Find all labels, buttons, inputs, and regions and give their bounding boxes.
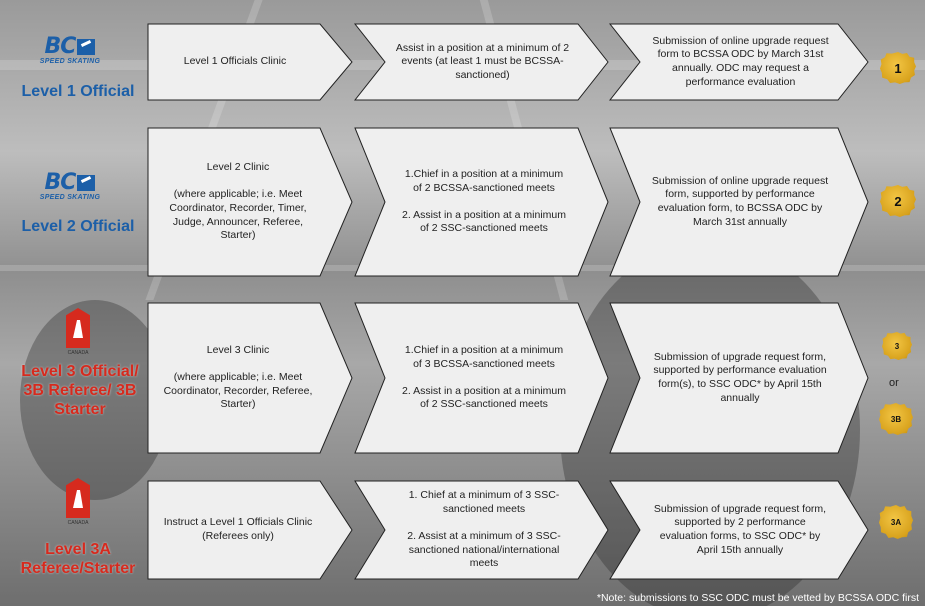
step-row4-col2: 1. Chief at a minimum of 3 SSC-sanctione… xyxy=(407,489,561,570)
step-shape-row4-col1 xyxy=(147,480,353,580)
footnote: *Note: submissions to SSC ODC must be ve… xyxy=(596,592,919,604)
bc-logo-subtitle: SPEED SKATING xyxy=(39,58,101,65)
step-row2-col3: Submission of online upgrade request for… xyxy=(651,174,829,228)
step-shape-row2-col3 xyxy=(609,127,869,277)
step-shape-row4-col3 xyxy=(609,480,869,580)
row-label-level-1: Level 1 Official xyxy=(21,83,135,100)
step-shape-row3-col2 xyxy=(354,302,609,454)
level-badge-3: 3 xyxy=(882,332,912,360)
bc-logo-letters: BC xyxy=(44,34,77,59)
step-row1-col1: Level 1 Officials Clinic xyxy=(183,55,287,68)
level-badge-2: 2 xyxy=(880,185,916,217)
step-row1-col3: Submission of online upgrade request for… xyxy=(652,34,829,88)
step-row4-col1: Instruct a Level 1 Officials Clinic (Ref… xyxy=(163,516,313,542)
step-shape-row1-col2 xyxy=(353,23,609,101)
row-label-level-3a: Level 3A Referee/Starter xyxy=(20,541,136,578)
bc-logo-letters: BC xyxy=(44,170,77,195)
step-row2-col1: Level 2 Clinic (where applicable; i.e. M… xyxy=(169,161,307,242)
step-row3-col2: 1.Chief in a position at a minimum of 3 … xyxy=(402,343,566,411)
level-badge-1: 1 xyxy=(880,52,916,84)
speed-skating-canada-logo: CANADA xyxy=(63,308,93,360)
bc-logo-subtitle: SPEED SKATING xyxy=(39,194,101,201)
step-row3-col1: Level 3 Clinic (where applicable; i.e. M… xyxy=(163,343,313,411)
step-shape-row2-col2 xyxy=(354,127,609,277)
step-row3-col3: Submission of upgrade request form, supp… xyxy=(653,350,827,404)
or-separator: or xyxy=(889,377,899,389)
step-shape-row3-col3 xyxy=(609,302,869,454)
bc-speed-skating-logo: BC SPEED SKATING xyxy=(38,172,102,212)
step-shape-row2-col1 xyxy=(147,127,353,277)
step-shape-row1-col1 xyxy=(147,23,353,101)
step-shape-row1-col3 xyxy=(608,23,869,101)
ssc-logo-subtitle: CANADA xyxy=(67,520,89,526)
bc-speed-skating-logo: BC SPEED SKATING xyxy=(38,36,102,76)
step-shape-row4-col2 xyxy=(354,480,609,580)
step-shape-row3-col1 xyxy=(147,302,353,454)
step-row2-col2: 1.Chief in a position at a minimum of 2 … xyxy=(402,167,566,235)
level-badge-3a: 3A xyxy=(879,505,913,539)
level-badge-3b: 3B xyxy=(879,403,913,435)
step-row4-col3: Submission of upgrade request form, supp… xyxy=(653,502,827,556)
row-label-level-3: Level 3 Official/ 3B Referee/ 3B Starter xyxy=(21,363,139,419)
speed-skating-canada-logo: CANADA xyxy=(63,478,93,530)
step-row1-col2: Assist in a position at a minimum of 2 e… xyxy=(395,41,570,81)
row-label-level-2: Level 2 Official xyxy=(21,218,135,235)
ssc-logo-subtitle: CANADA xyxy=(67,350,89,356)
